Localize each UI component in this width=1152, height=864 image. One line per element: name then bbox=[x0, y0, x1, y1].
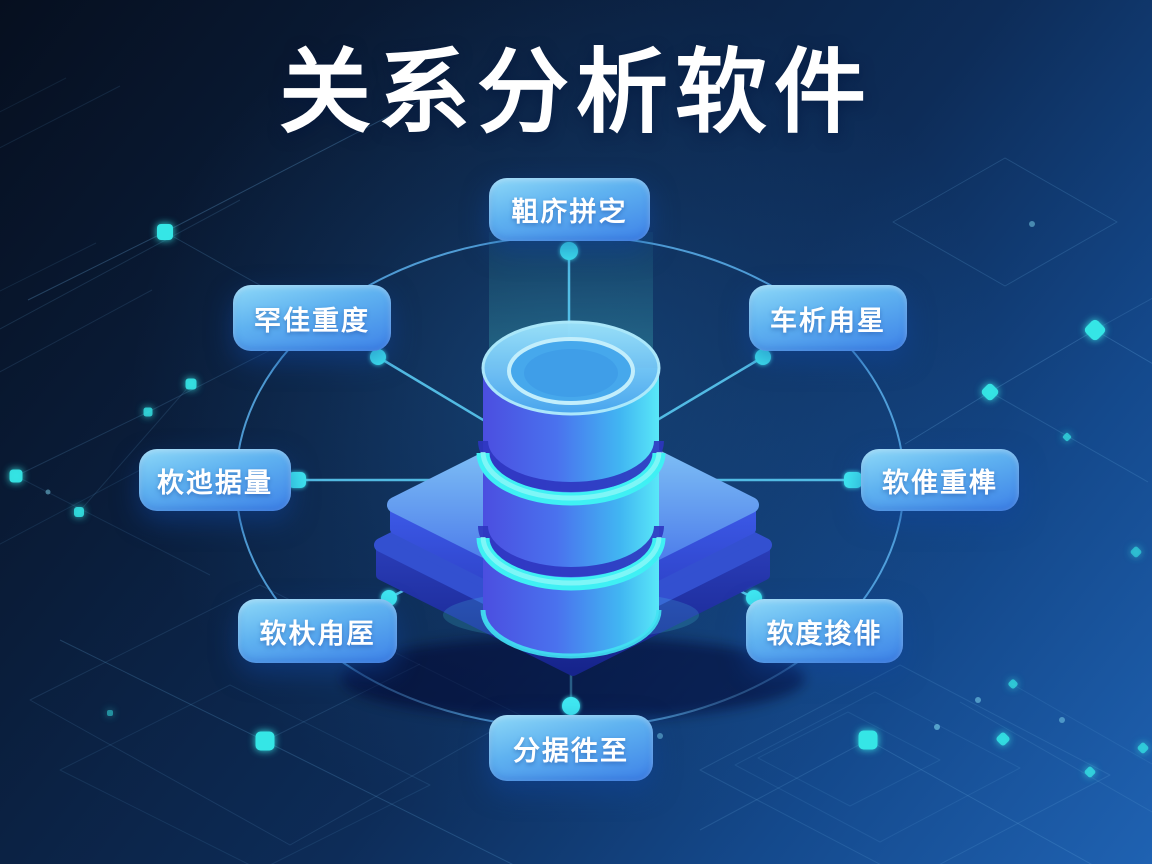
node-right-label: 软倠重榫 bbox=[882, 467, 998, 498]
node-left[interactable]: 杴迆据量 bbox=[139, 449, 291, 511]
node-lower-right-label: 软度捘俳 bbox=[766, 618, 883, 649]
node-lower-left-label: 软杕甪厔 bbox=[259, 618, 376, 649]
node-lower-right[interactable]: 软度捘俳 bbox=[746, 599, 903, 663]
page-title: 关系分析软件 bbox=[278, 42, 873, 144]
node-upper-right[interactable]: 车析甪星 bbox=[749, 285, 907, 351]
node-bottom-label: 分据徃至 bbox=[513, 735, 629, 766]
node-lower-left[interactable]: 软杕甪厔 bbox=[238, 599, 397, 663]
database-icon bbox=[443, 320, 699, 659]
node-bottom[interactable]: 分据徃至 bbox=[489, 715, 653, 781]
circuit-node-squares bbox=[9, 224, 1149, 778]
node-left-label: 杴迆据量 bbox=[157, 467, 273, 498]
node-upper-right-label: 车析甪星 bbox=[770, 305, 886, 336]
node-right[interactable]: 软倠重榫 bbox=[861, 449, 1019, 511]
platform-shadow bbox=[341, 636, 805, 720]
node-top[interactable]: 靻庎拼㝎 bbox=[489, 178, 650, 241]
node-upper-left-label: 罕佳重度 bbox=[254, 305, 370, 336]
node-upper-left[interactable]: 罕佳重度 bbox=[233, 285, 391, 351]
node-top-label: 靻庎拼㝎 bbox=[511, 197, 628, 227]
